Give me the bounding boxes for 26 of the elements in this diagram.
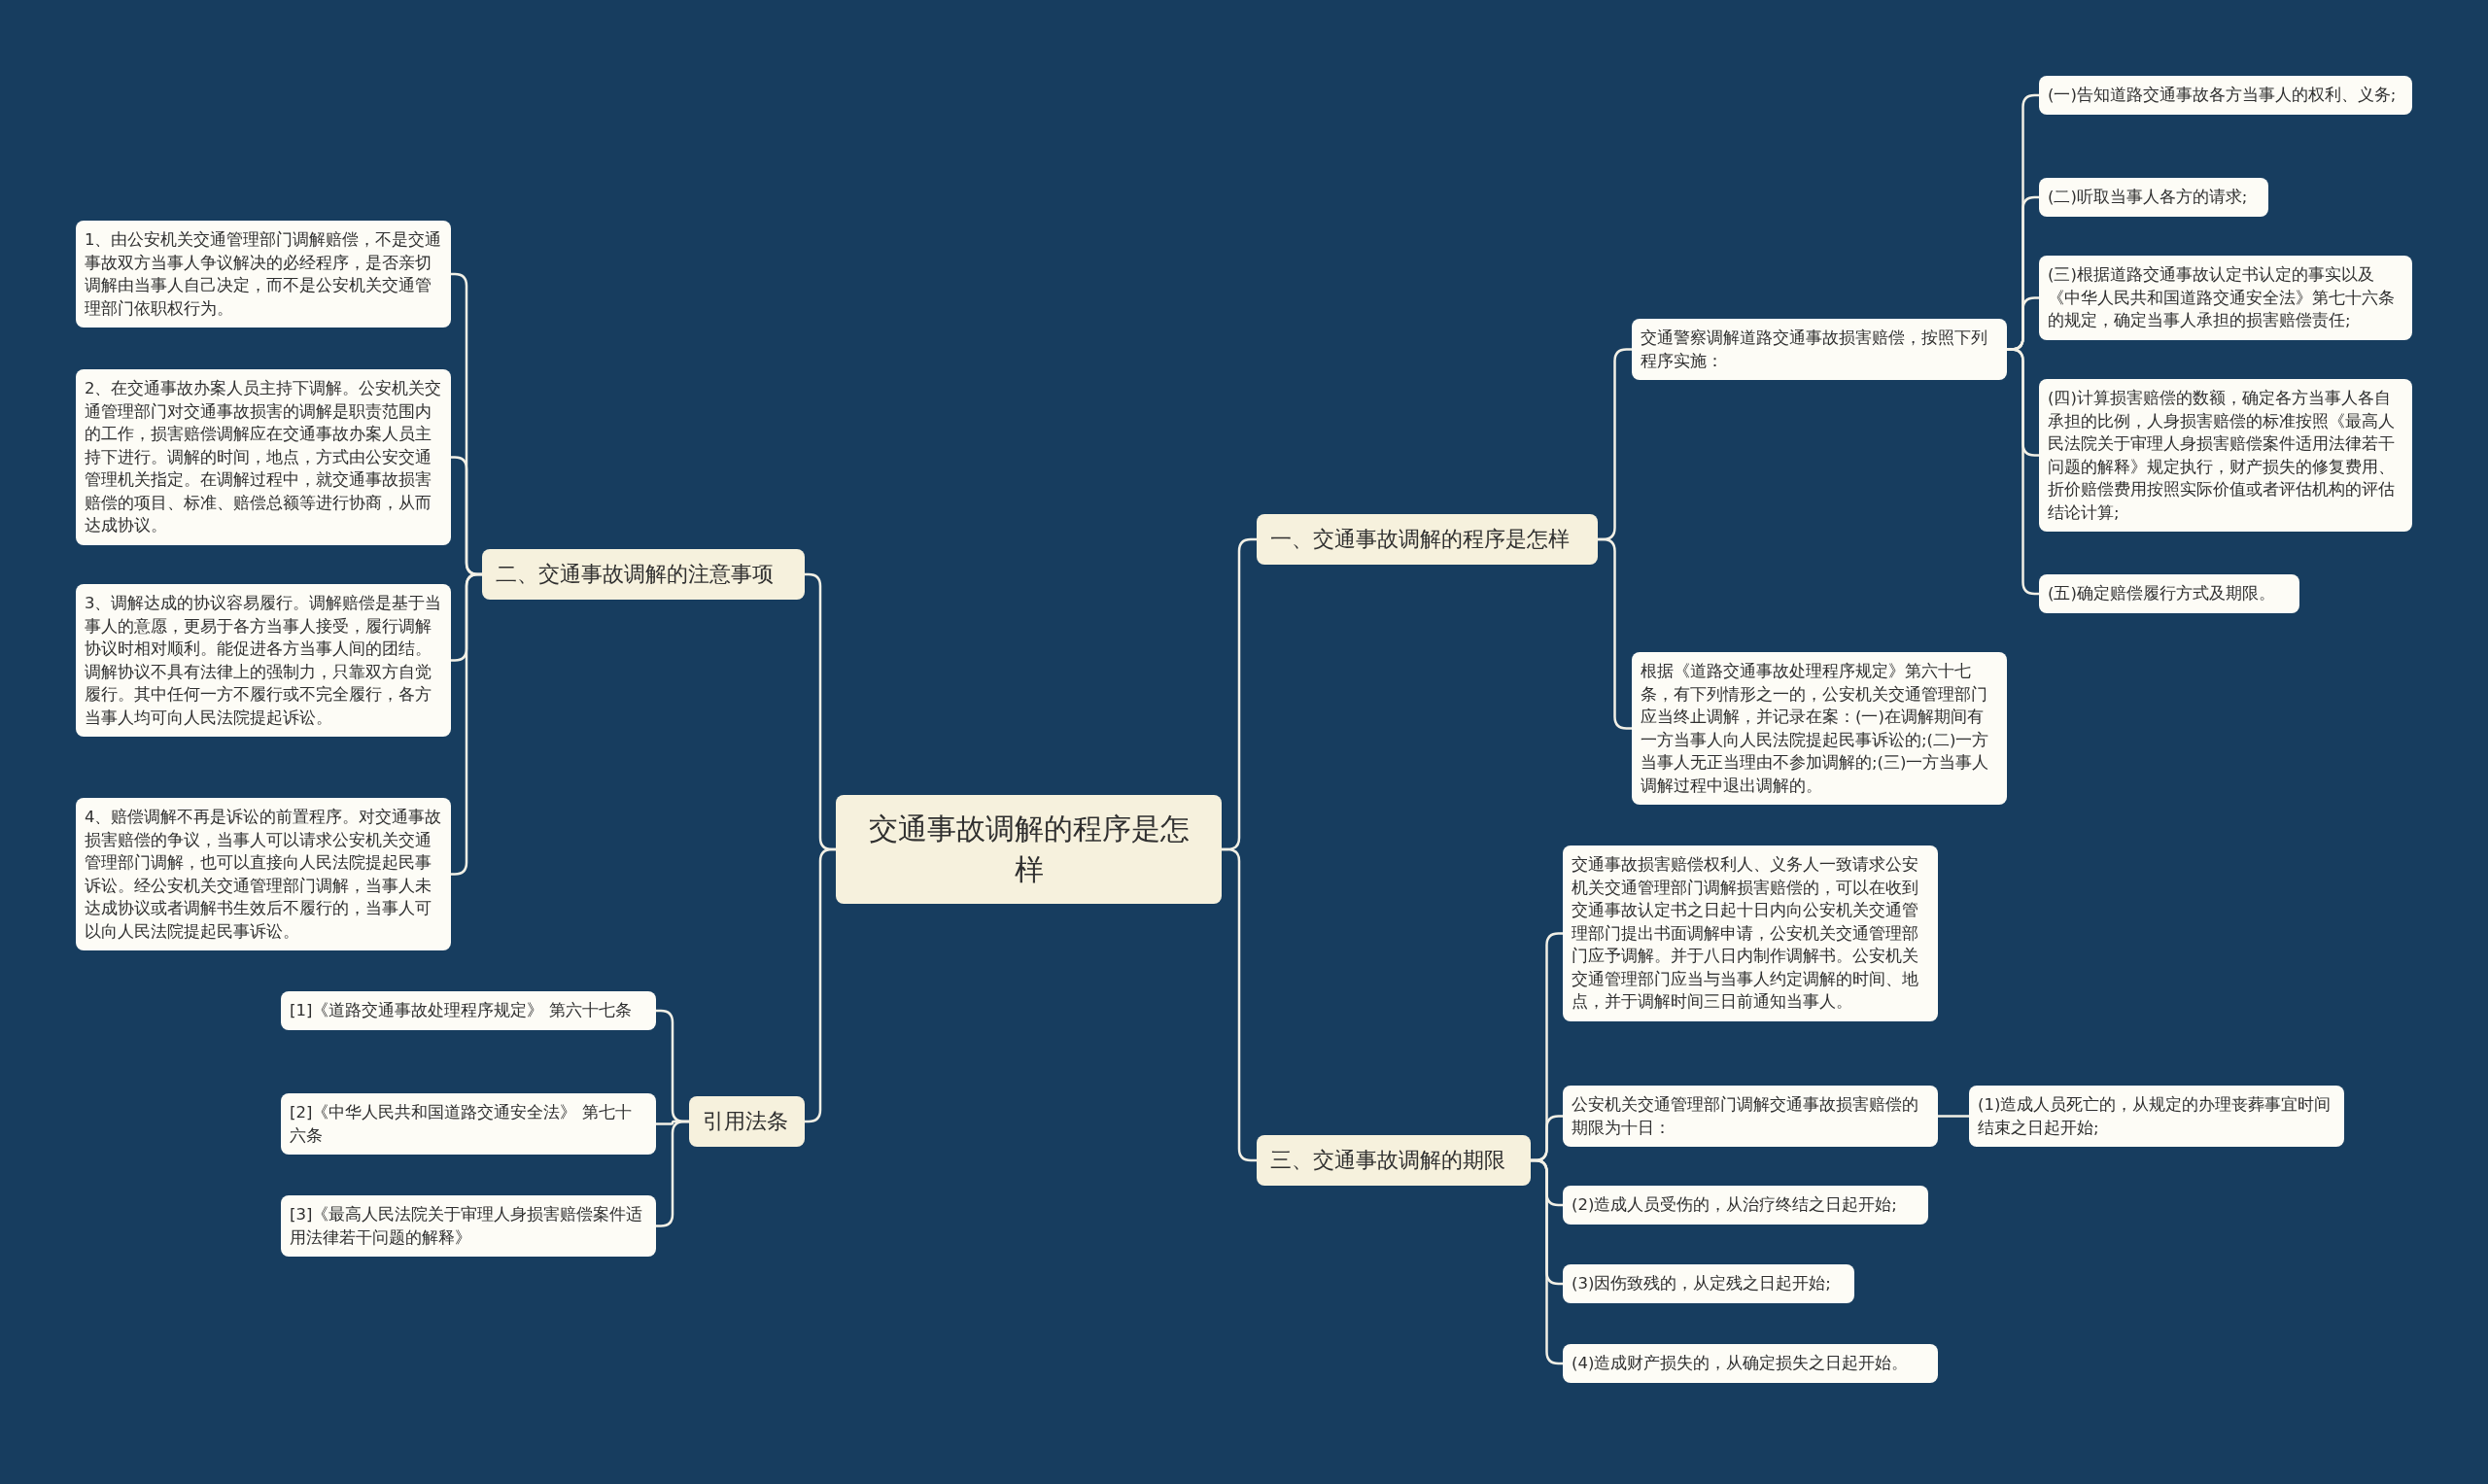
subtopic-card: 3、调解达成的协议容易履行。调解赔偿是基于当事人的意愿，更易于各方当事人接受，履行调解协议时相对顺利。能促进各方当事人间的团结。调解协议不具有法律上的强制力，只靠双方自觉履行。其中任何一方不履行或不完全履行，各方当事人均可向人民法院提起诉讼。 bbox=[76, 584, 451, 737]
subtopic-card: (3)因伤致残的，从定残之日起开始; bbox=[1563, 1264, 1854, 1303]
subtopic-card: 公安机关交通管理部门调解交通事故损害赔偿的期限为十日： bbox=[1563, 1086, 1938, 1147]
subtopic-card: (4)造成财产损失的，从确定损失之日起开始。 bbox=[1563, 1344, 1938, 1383]
subtopic-card: [2]《中华人民共和国道路交通安全法》 第七十六条 bbox=[281, 1093, 656, 1155]
subtopic-card: 根据《道路交通事故处理程序规定》第六十七条，有下列情形之一的，公安机关交通管理部门应当终止调解，并记录在案：(一)在调解期间有一方当事人向人民法院提起民事诉讼的;(二)一方当事人无正当理由不参加调解的;(三)一方当事人调解过程中退出调解的。 bbox=[1632, 652, 2007, 805]
subtopic-card: [1]《道路交通事故处理程序规定》 第六十七条 bbox=[281, 991, 656, 1030]
branch-topic: 二、交通事故调解的注意事项 bbox=[482, 549, 805, 600]
branch-topic: 三、交通事故调解的期限 bbox=[1257, 1135, 1531, 1186]
central-topic: 交通事故调解的程序是怎样 bbox=[836, 795, 1222, 904]
subtopic-card: 1、由公安机关交通管理部门调解赔偿，不是交通事故双方当事人争议解决的必经程序，是否亲切调解由当事人自己决定，而不是公安机关交通管理部门依职权行为。 bbox=[76, 221, 451, 328]
subtopic-card: (三)根据道路交通事故认定书认定的事实以及《中华人民共和国道路交通安全法》第七十六条的规定，确定当事人承担的损害赔偿责任; bbox=[2039, 256, 2412, 340]
subtopic-card: 交通警察调解道路交通事故损害赔偿，按照下列程序实施： bbox=[1632, 319, 2007, 380]
subtopic-card: (五)确定赔偿履行方式及期限。 bbox=[2039, 574, 2299, 613]
connector-line bbox=[1938, 1115, 1969, 1118]
subtopic-card: 4、赔偿调解不再是诉讼的前置程序。对交通事故损害赔偿的争议，当事人可以请求公安机关交通管理部门调解，也可以直接向人民法院提起民事诉讼。经公安机关交通管理部门调解，当事人未达成协议或者调解书生效后不履行的，当事人可以向人民法院提起民事诉讼。 bbox=[76, 798, 451, 950]
subtopic-card: 2、在交通事故办案人员主持下调解。公安机关交通管理部门对交通事故损害的调解是职责范围内的工作，损害赔偿调解应在交通事故办案人员主持下进行。调解的时间，地点，方式由公安交通管理机关指定。在调解过程中，就交通事故损害赔偿的项目、标准、赔偿总额等进行协商，从而达成协议。 bbox=[76, 369, 451, 545]
subtopic-card: (1)造成人员死亡的，从规定的办理丧葬事宜时间结束之日起开始; bbox=[1969, 1086, 2344, 1147]
subtopic-card: (一)告知道路交通事故各方当事人的权利、义务; bbox=[2039, 76, 2412, 115]
subtopic-card: (四)计算损害赔偿的数额，确定各方当事人各自承担的比例，人身损害赔偿的标准按照《最高人民法院关于审理人身损害赔偿案件适用法律若干问题的解释》规定执行，财产损失的修复费用、折价赔偿费用按照实际价值或者评估机构的评估结论计算; bbox=[2039, 379, 2412, 532]
branch-topic: 引用法条 bbox=[689, 1096, 805, 1147]
branch-topic: 一、交通事故调解的程序是怎样 bbox=[1257, 514, 1598, 565]
subtopic-card: [3]《最高人民法院关于审理人身损害赔偿案件适用法律若干问题的解释》 bbox=[281, 1195, 656, 1257]
subtopic-card: (二)听取当事人各方的请求; bbox=[2039, 178, 2268, 217]
subtopic-card: 交通事故损害赔偿权利人、义务人一致请求公安机关交通管理部门调解损害赔偿的，可以在收到交通事故认定书之日起十日内向公安机关交通管理部门提出书面调解申请，公安机关交通管理部门应予调解。并于八日内制作调解书。公安机关交通管理部门应当与当事人约定调解的时间、地点，并于调解时间三日前通知当事人。 bbox=[1563, 846, 1938, 1021]
subtopic-card: (2)造成人员受伤的，从治疗终结之日起开始; bbox=[1563, 1186, 1928, 1225]
